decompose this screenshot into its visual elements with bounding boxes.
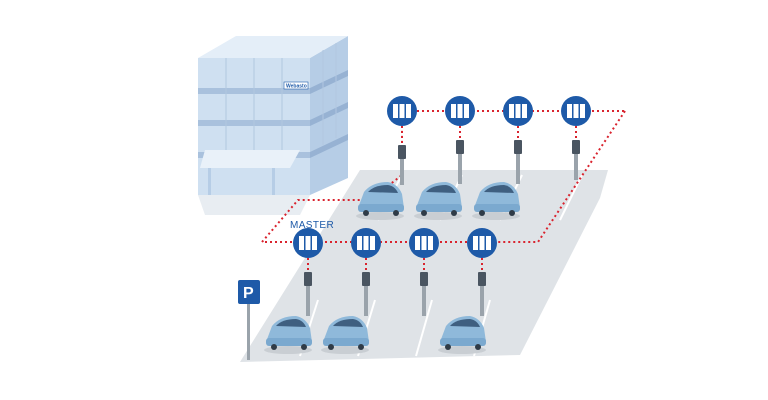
charge-controller-icon — [387, 96, 417, 126]
master-label: MASTER — [290, 220, 334, 231]
front-row-chargers — [304, 272, 486, 316]
front-row-cars — [264, 316, 486, 354]
wallbox-charger-icon — [420, 272, 428, 316]
charge-controller-icon — [503, 96, 533, 126]
electric-car-icon — [264, 316, 312, 354]
electric-car-icon — [438, 316, 486, 354]
wallbox-charger-icon — [478, 272, 486, 316]
office-building-icon: Webasto — [198, 36, 348, 215]
electric-car-icon — [414, 182, 462, 220]
wallbox-charger-icon — [304, 272, 312, 316]
back-row-chargers — [398, 140, 580, 185]
charge-controller-icon — [467, 228, 497, 258]
electric-car-icon — [472, 182, 520, 220]
electric-car-icon — [321, 316, 369, 354]
back-row-cars — [356, 182, 520, 220]
wallbox-charger-icon — [572, 140, 580, 180]
wallbox-charger-icon — [456, 140, 464, 184]
charge-controller-icon — [351, 228, 381, 258]
wallbox-charger-icon — [398, 145, 406, 185]
charge-controller-icon — [409, 228, 439, 258]
electric-car-icon — [356, 182, 404, 220]
front-row-controllers — [293, 228, 497, 258]
parking-sign-icon: P — [238, 280, 260, 360]
parking-sign-letter: P — [243, 285, 254, 302]
charge-controller-icon — [445, 96, 475, 126]
charge-controller-icon — [561, 96, 591, 126]
master-charge-controller-icon — [293, 228, 323, 258]
building-logo-text: Webasto — [286, 84, 307, 90]
wallbox-charger-icon — [514, 140, 522, 184]
building-logo-sign — [283, 81, 309, 90]
wallbox-charger-icon — [362, 272, 370, 316]
back-row-controllers — [387, 96, 591, 126]
